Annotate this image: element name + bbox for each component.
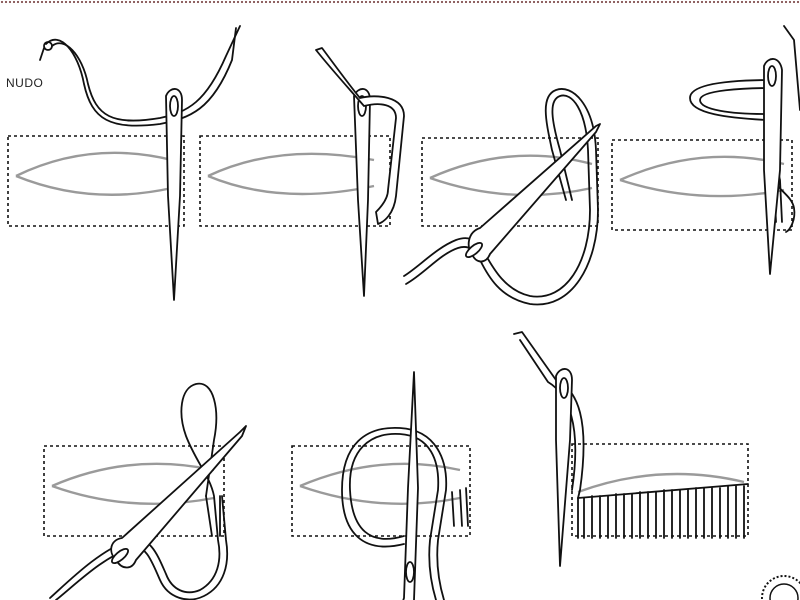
leaf-outline [299, 462, 461, 505]
top-dotted-border [0, 0, 800, 5]
step-6 [291, 371, 471, 600]
fabric-area [291, 445, 471, 537]
needle-icon [110, 425, 247, 569]
fabric-area [7, 135, 185, 227]
step-4 [611, 25, 800, 275]
needle-icon [402, 371, 419, 600]
thread [315, 47, 405, 225]
needle-icon [353, 88, 371, 297]
needle-icon [763, 58, 783, 275]
needle-icon [165, 88, 183, 301]
needle-icon [467, 123, 601, 263]
step-1 [7, 25, 241, 301]
leaf-outline [619, 155, 785, 198]
leaf-outline [15, 151, 173, 196]
leaf-outline [577, 472, 745, 494]
step-2 [199, 47, 405, 297]
corner-logo [761, 575, 800, 600]
leaf-outline [51, 462, 215, 505]
step-3 [403, 88, 601, 306]
needle-icon [555, 368, 573, 567]
step-5 [43, 382, 247, 600]
leaf-outline [207, 152, 375, 196]
fabric-area [571, 443, 749, 537]
fabric-area [611, 139, 793, 231]
knot-icon [43, 41, 53, 51]
blanket-stitches [577, 483, 749, 539]
step-7 [513, 331, 749, 567]
knot-label: NUDO [6, 76, 44, 90]
